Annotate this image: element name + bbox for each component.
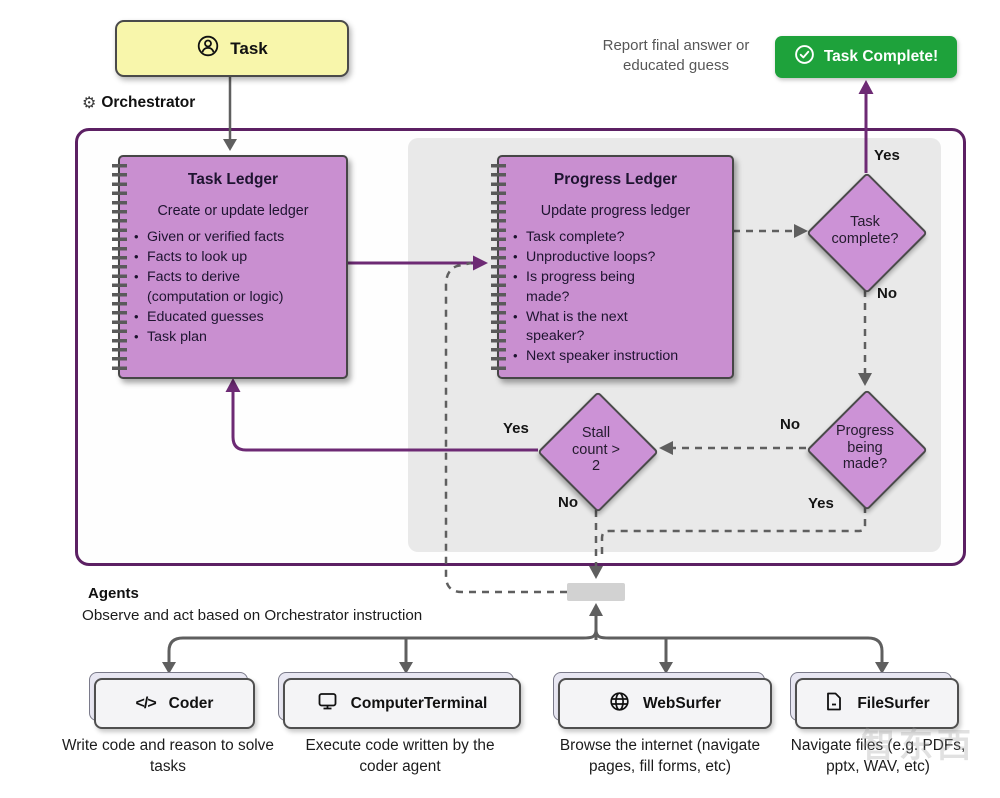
list-item: Facts to look up bbox=[134, 248, 340, 267]
code-icon: </> bbox=[135, 694, 157, 712]
branch-label-no: No bbox=[877, 285, 897, 302]
decision-stall-count: Stall count > 2 bbox=[537, 391, 659, 513]
task-complete-button: Task Complete! bbox=[775, 36, 957, 78]
decision-label: Task complete? bbox=[831, 214, 899, 247]
list-item: Educated guesses bbox=[134, 308, 340, 327]
branch-label-no: No bbox=[780, 416, 800, 433]
task-ledger-bullets: Given or verified facts Facts to look up… bbox=[120, 228, 346, 347]
progress-ledger-subtitle: Update progress ledger bbox=[540, 203, 691, 219]
branch-label-yes: Yes bbox=[808, 495, 834, 512]
list-item: What is the next speaker? bbox=[513, 308, 726, 346]
agent-name: WebSurfer bbox=[642, 694, 722, 712]
agent-bus-bar bbox=[567, 583, 625, 601]
decision-progress-being-made: Progress being made? bbox=[806, 389, 928, 511]
agent-description: Navigate files (e.g. PDFs, pptx, WAV, et… bbox=[790, 737, 966, 776]
task-complete-label: Task Complete! bbox=[823, 48, 939, 65]
globe-icon bbox=[609, 691, 630, 717]
list-item: Is progress being made? bbox=[513, 268, 726, 306]
progress-ledger-title: Progress Ledger bbox=[553, 171, 678, 188]
agent-card-computerterminal: ComputerTerminal bbox=[283, 678, 521, 729]
agent-card-coder: </> Coder bbox=[94, 678, 255, 729]
list-item: Next speaker instruction bbox=[513, 347, 726, 366]
agent-card-websurfer: WebSurfer bbox=[558, 678, 772, 729]
orchestrator-heading: ⚙ Orchestrator bbox=[82, 93, 195, 113]
agents-subtitle: Observe and act based on Orchestrator in… bbox=[82, 607, 423, 624]
check-circle-icon bbox=[794, 44, 815, 70]
decision-task-complete: Task complete? bbox=[806, 172, 928, 294]
agent-name: ComputerTerminal bbox=[350, 694, 488, 712]
list-item: Task complete? bbox=[513, 228, 726, 247]
progress-ledger: Progress Ledger Update progress ledger T… bbox=[491, 155, 734, 379]
task-ledger-title: Task Ledger bbox=[187, 171, 279, 188]
progress-ledger-bullets: Task complete? Unproductive loops? Is pr… bbox=[499, 228, 732, 366]
agent-description: Browse the internet (navigate pages, fil… bbox=[559, 737, 761, 776]
file-icon bbox=[824, 691, 844, 717]
agents-title: Agents bbox=[88, 585, 139, 602]
branch-label-yes: Yes bbox=[503, 420, 529, 437]
task-label: Task bbox=[230, 38, 268, 58]
gear-icon: ⚙ bbox=[82, 95, 97, 112]
task-ledger: Task Ledger Create or update ledger Give… bbox=[112, 155, 348, 379]
agent-name: FileSurfer bbox=[857, 694, 930, 712]
agent-description: Execute code written by the coder agent bbox=[305, 737, 495, 776]
spiral-binding-icon bbox=[491, 164, 506, 370]
terminal-icon bbox=[317, 691, 338, 717]
list-item: Given or verified facts bbox=[134, 228, 340, 247]
branch-label-yes: Yes bbox=[874, 147, 900, 164]
list-item: Unproductive loops? bbox=[513, 248, 726, 267]
task-box: Task bbox=[115, 20, 349, 77]
decision-label: Stall count > 2 bbox=[572, 424, 620, 475]
spiral-binding-icon bbox=[112, 164, 127, 370]
decision-label: Progress being made? bbox=[835, 422, 895, 473]
branch-label-no: No bbox=[558, 494, 578, 511]
report-note: Report final answer or educated guess bbox=[602, 37, 750, 74]
list-item: Facts to derive (computation or logic) bbox=[134, 268, 340, 306]
agent-description: Write code and reason to solve tasks bbox=[62, 737, 274, 776]
task-ledger-subtitle: Create or update ledger bbox=[157, 203, 309, 219]
person-icon bbox=[196, 34, 220, 63]
list-item: Task plan bbox=[134, 328, 340, 347]
orchestrator-label: Orchestrator bbox=[101, 94, 196, 111]
watermark: 智东西 bbox=[861, 727, 975, 765]
agent-name: Coder bbox=[168, 694, 214, 712]
agent-card-filesurfer: FileSurfer bbox=[795, 678, 959, 729]
